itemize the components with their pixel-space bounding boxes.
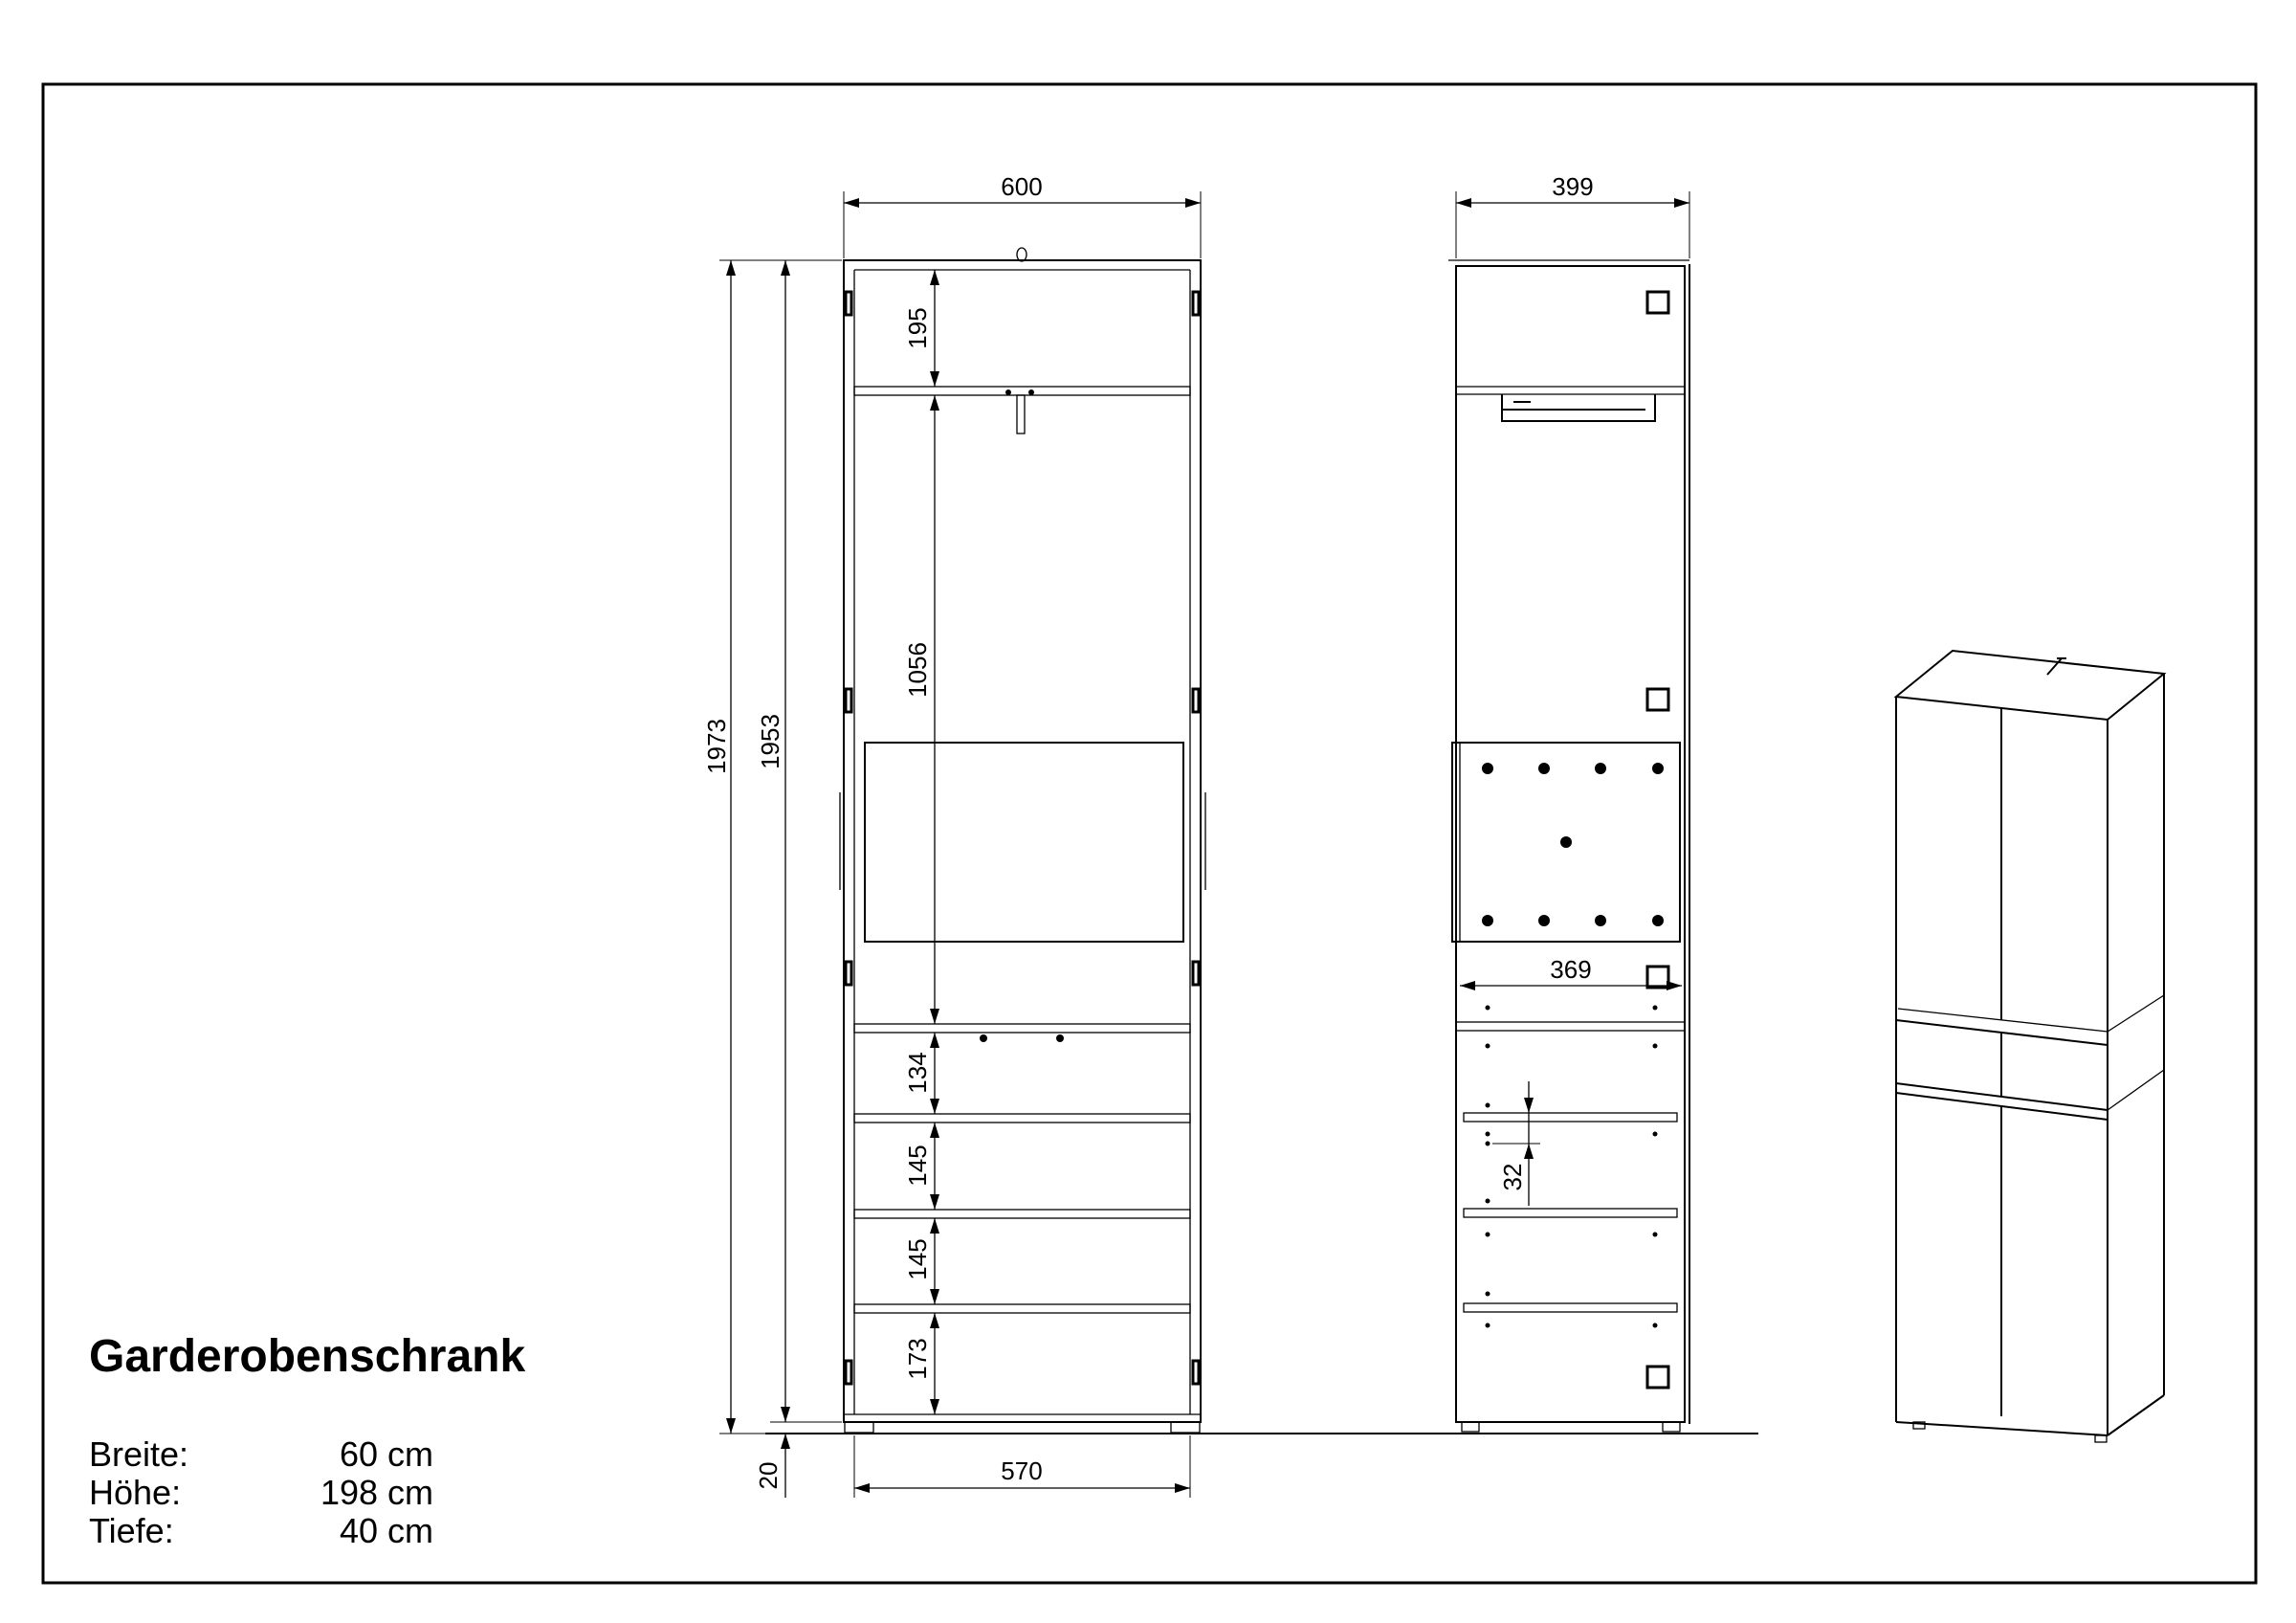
- product-title: Garderobenschrank: [89, 1331, 526, 1382]
- side-view: [1448, 259, 1690, 1433]
- spec-value: 198 cm: [320, 1473, 433, 1512]
- spec-label: Tiefe:: [89, 1511, 174, 1550]
- drawing-frame: [41, 82, 2258, 1585]
- spec-label: Breite:: [89, 1434, 189, 1474]
- hanging-rail: [1501, 394, 1656, 422]
- dim-shelf-2: 145: [903, 1145, 932, 1186]
- dim-hole-spacing: 32: [1498, 1164, 1527, 1191]
- dim-side-depth: 399: [1552, 172, 1593, 201]
- front-shelf-2: [853, 1113, 1191, 1123]
- spec-list: Breite: 60 cm Höhe: 198 cm Tiefe: 40 cm: [89, 1435, 433, 1550]
- dim-hanging-compartment: 1056: [903, 642, 932, 698]
- front-mirror: [864, 742, 1184, 943]
- spec-label: Höhe:: [89, 1473, 182, 1512]
- side-carcass: [1455, 265, 1686, 1423]
- dim-shelf-3: 145: [903, 1238, 932, 1279]
- spec-row-height: Höhe: 198 cm: [89, 1474, 433, 1512]
- spec-value: 40 cm: [339, 1511, 433, 1550]
- dim-body-height: 1953: [756, 714, 784, 769]
- front-top-shelf: [853, 386, 1191, 396]
- front-view: [839, 247, 1206, 1434]
- dim-inner-depth: 369: [1550, 955, 1591, 984]
- dim-shelf-1: 134: [903, 1052, 932, 1093]
- front-shelf-4: [853, 1303, 1191, 1314]
- side-mirror-plate: [1451, 742, 1681, 943]
- dim-total-height: 1973: [702, 719, 731, 774]
- front-shelf-1: [853, 1023, 1191, 1034]
- front-dimensions: 600 1973 1953 20 195 1056 134: [702, 172, 1202, 1498]
- front-shelf-3: [853, 1209, 1191, 1219]
- spec-row-width: Breite: 60 cm: [89, 1435, 433, 1474]
- spec-row-depth: Tiefe: 40 cm: [89, 1512, 433, 1550]
- dim-front-width: 600: [1001, 172, 1042, 201]
- perspective-view: [1893, 649, 2167, 1443]
- dim-foot-height: 20: [754, 1462, 783, 1490]
- front-carcass: [843, 259, 1202, 1423]
- dim-inner-width: 570: [1001, 1456, 1042, 1485]
- side-dimensions: 399 369 32: [1455, 172, 1690, 1206]
- dim-bottom-compartment: 173: [903, 1338, 932, 1379]
- dim-top-compartment: 195: [903, 307, 932, 348]
- spec-value: 60 cm: [339, 1434, 433, 1474]
